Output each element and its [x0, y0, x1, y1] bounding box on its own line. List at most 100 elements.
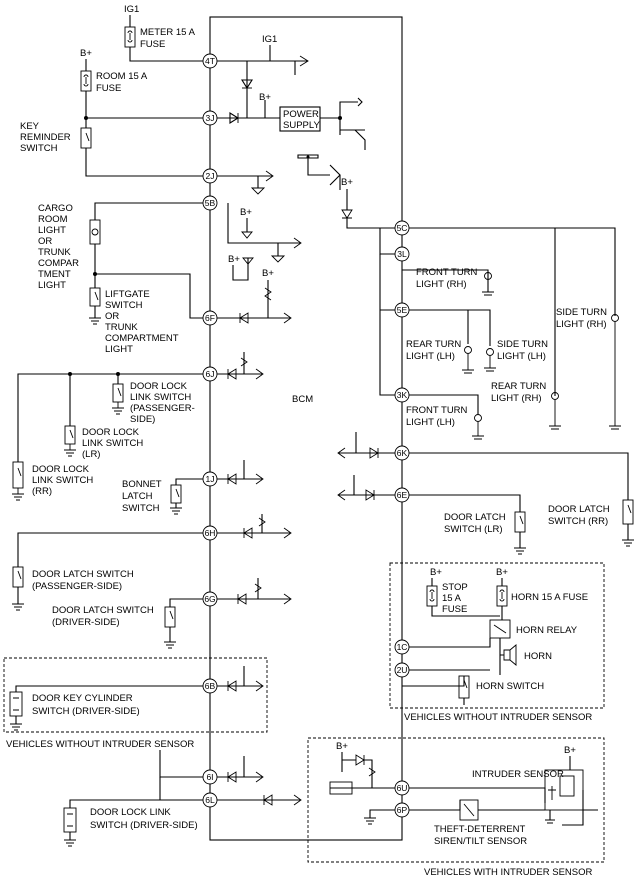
- terminal-6e: 6E: [394, 487, 410, 503]
- key-reminder-label-2: REMINDER: [20, 132, 71, 143]
- svg-text:6J: 6J: [206, 369, 215, 379]
- room-fuse-label-1: ROOM 15 A: [96, 71, 148, 82]
- front-turn-rh-label-1: FRONT TURN: [416, 267, 478, 278]
- power-supply-label-1: POWER: [283, 109, 319, 120]
- intruder-sensor-label: INTRUDER SENSOR: [472, 769, 564, 780]
- dlatch-driver-label-1: DOOR LATCH SWITCH: [52, 605, 154, 616]
- theft-siren-label-1: THEFT-DETERRENT: [434, 824, 526, 835]
- bcm-label: BCM: [292, 394, 313, 405]
- ig1-label-internal: IG1: [262, 34, 277, 45]
- dl-link-pass-label-2: LINK SWITCH: [130, 392, 191, 403]
- dl-link-pass-label-1: DOOR LOCK: [130, 381, 188, 392]
- dl-link-driver-label-2: SWITCH (DRIVER-SIDE): [90, 820, 198, 831]
- liftgate-label-3: OR: [105, 311, 119, 322]
- door-latch-passenger-circuit: DOOR LATCH SWITCH (PASSENGER-SIDE): [12, 514, 292, 611]
- meter-fuse-label-2: FUSE: [140, 39, 165, 50]
- svg-text:1J: 1J: [206, 474, 215, 484]
- terminal-3j: 3J: [202, 110, 218, 126]
- ig1-label-top: IG1: [124, 4, 139, 15]
- room-fuse-circuit: B+ ROOM 15 A FUSE: [80, 48, 210, 119]
- bplus-internal-2: B+: [240, 207, 252, 218]
- group-box-left-no-intruder: [3, 657, 268, 733]
- meter-fuse-circuit: IG1 METER 15 A FUSE: [124, 4, 210, 62]
- rear-turn-rh-label-2: LIGHT (RH): [491, 393, 542, 404]
- svg-text:6U: 6U: [397, 783, 408, 793]
- cargo-light-circuit: CARGO ROOM LIGHT OR TRUNK COMPAR TMENT L…: [38, 202, 210, 355]
- dlatch-lr-label-1: DOOR LATCH: [444, 512, 506, 523]
- dlatch-rr-label-1: DOOR LATCH: [548, 504, 610, 515]
- liftgate-label-4: TRUNK: [105, 322, 138, 333]
- dl-link-driver-circuit: DOOR LOCK LINK SWITCH (DRIVER-SIDE): [63, 750, 302, 847]
- terminal-6i: 6I: [202, 769, 218, 785]
- horn-circuit: B+ B+ STOP 15 A FUSE HORN 15 A FUSE HORN…: [402, 567, 588, 705]
- svg-text:6I: 6I: [206, 772, 213, 782]
- bplus-internal-4: B+: [262, 268, 274, 279]
- bonnet-label-1: BONNET: [122, 479, 162, 490]
- svg-text:6P: 6P: [397, 805, 408, 815]
- svg-text:5C: 5C: [397, 223, 408, 233]
- dl-link-rr-label-3: (RR): [32, 486, 52, 497]
- key-reminder-label-3: SWITCH: [20, 143, 58, 154]
- horn-label: HORN: [524, 651, 552, 662]
- terminal-6h: 6H: [202, 525, 218, 541]
- terminal-5b: 5B: [202, 195, 218, 211]
- dlatch-driver-label-2: (DRIVER-SIDE): [52, 617, 120, 628]
- terminal-6b: 6B: [202, 678, 218, 694]
- terminal-6u: 6U: [394, 780, 410, 796]
- group-label-left-no-intruder: VEHICLES WITHOUT INTRUDER SENSOR: [6, 739, 194, 750]
- terminal-1c: 1C: [394, 639, 410, 655]
- svg-text:6B: 6B: [205, 681, 216, 691]
- front-turn-lh-label-1: FRONT TURN: [406, 405, 468, 416]
- side-turn-lh-label-2: LIGHT (LH): [497, 351, 546, 362]
- group-label-with-intruder: VEHICLES WITH INTRUDER SENSOR: [424, 867, 593, 878]
- liftgate-label-6: LIGHT: [105, 344, 133, 355]
- dl-link-lr-label-1: DOOR LOCK: [82, 427, 140, 438]
- svg-text:2U: 2U: [397, 665, 408, 675]
- intruder-sensor-circuit: B+ B+ INTRUDER SENSOR THEFT-DETERRENT SI…: [329, 741, 598, 847]
- svg-text:2J: 2J: [206, 171, 215, 181]
- terminal-5e: 5E: [394, 302, 410, 318]
- svg-text:6L: 6L: [205, 795, 215, 805]
- svg-text:6K: 6K: [397, 448, 408, 458]
- door-lock-link-circuits: DOOR LOCK LINK SWITCH (PASSENGER- SIDE) …: [12, 352, 264, 501]
- internal-supply-section: IG1 B+ POWER SUPPLY: [210, 34, 366, 195]
- stop-fuse-label-2: 15 A: [442, 593, 462, 604]
- group-box-with-intruder: [307, 737, 605, 863]
- theft-siren-label-2: SIREN/TILT SENSOR: [434, 836, 527, 847]
- power-supply-box: [279, 106, 321, 132]
- terminal-6g: 6G: [202, 591, 218, 607]
- terminal-2j: 2J: [202, 168, 218, 184]
- horn-switch-label: HORN SWITCH: [476, 681, 544, 692]
- door-latch-rear-circuits: DOOR LATCH SWITCH (LR) DOOR LATCH SWITCH…: [337, 432, 634, 555]
- bonnet-latch-circuit: BONNET LATCH SWITCH: [122, 460, 264, 515]
- power-supply-label-2: SUPPLY: [283, 120, 320, 131]
- terminal-6l: 6L: [202, 792, 218, 808]
- dl-link-pass-label-3: (PASSENGER-: [130, 403, 195, 414]
- key-cyl-label-1: DOOR KEY CYLINDER: [32, 693, 133, 704]
- key-reminder-label-1: KEY: [20, 121, 40, 132]
- svg-text:4T: 4T: [205, 56, 215, 66]
- liftgate-label-5: COMPARTMENT: [105, 333, 179, 344]
- terminal-3l: 3L: [394, 246, 410, 262]
- dl-link-pass-label-4: SIDE): [130, 414, 155, 425]
- bonnet-label-3: SWITCH: [122, 503, 160, 514]
- dl-link-lr-label-2: LINK SWITCH: [82, 438, 143, 449]
- meter-fuse-label-1: METER 15 A: [140, 27, 196, 38]
- svg-text:3K: 3K: [397, 390, 408, 400]
- terminal-3k: 3K: [394, 387, 410, 403]
- terminal-4t: 4T: [202, 53, 218, 69]
- door-latch-driver-circuit: DOOR LATCH SWITCH (DRIVER-SIDE): [52, 578, 292, 649]
- room-fuse-label-2: FUSE: [96, 83, 121, 94]
- bplus-internal-1: B+: [259, 92, 271, 103]
- rear-turn-lh-label-2: LIGHT (LH): [406, 351, 455, 362]
- turn-light-circuits: B+ FRONT TURN LIGHT (RH) SIDE TURN LIGHT…: [341, 177, 621, 440]
- rear-turn-rh-label-1: REAR TURN: [491, 381, 546, 392]
- cargo-label-1: CARGO: [38, 203, 73, 214]
- internal-5b-6f: B+ B+ B+: [210, 203, 302, 324]
- dlatch-pass-label-2: (PASSENGER-SIDE): [32, 581, 122, 592]
- front-turn-lh-label-2: LIGHT (LH): [406, 417, 455, 428]
- bplus-intruder-1: B+: [336, 741, 348, 752]
- dl-link-rr-label-2: LINK SWITCH: [32, 475, 93, 486]
- side-turn-lh-label-1: SIDE TURN: [497, 339, 548, 350]
